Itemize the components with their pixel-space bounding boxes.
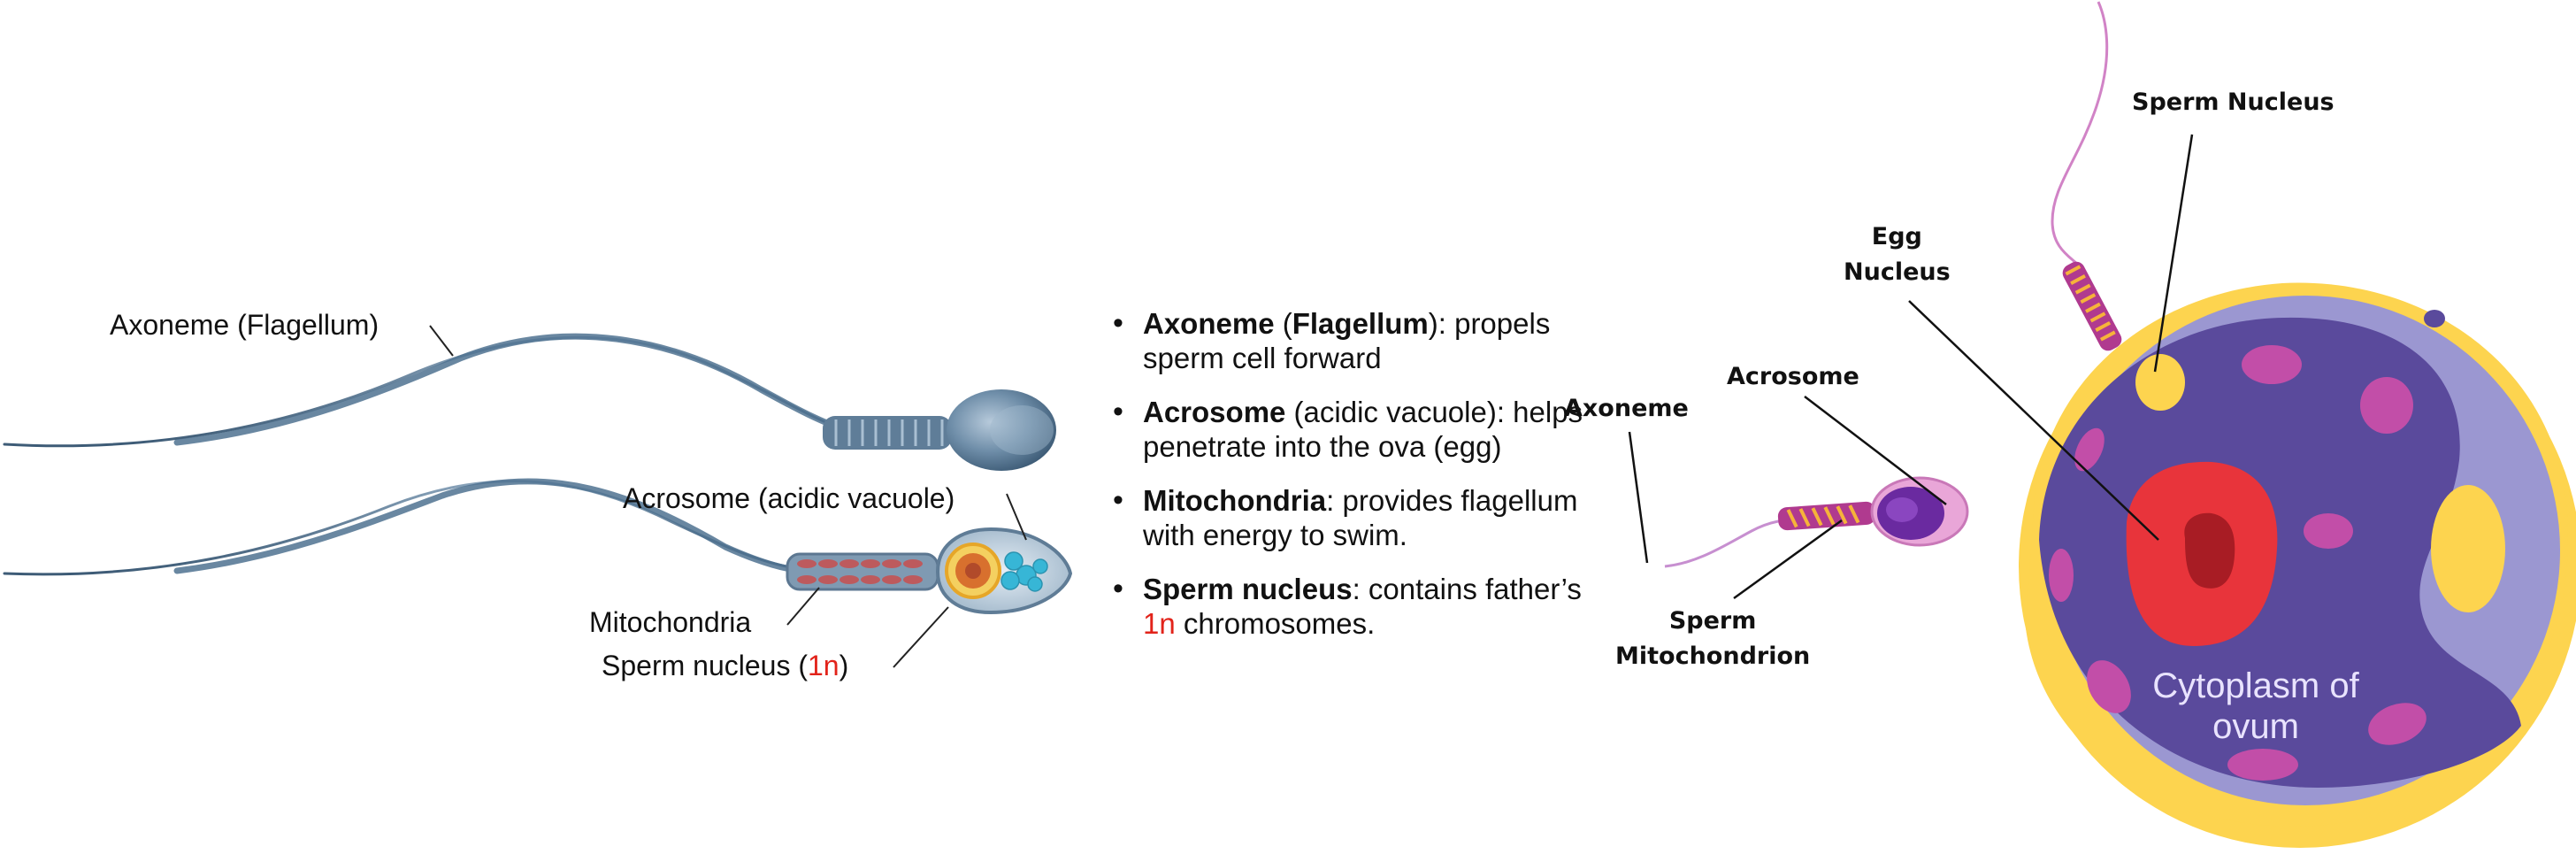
label-acrosome-right: Acrosome: [1727, 363, 1859, 390]
right-leader-lines: [1628, 134, 2194, 600]
penetrating-sperm: [2051, 1, 2122, 351]
fact-sperm-nucleus: Sperm nucleus: contains father’s 1n chro…: [1113, 572, 1608, 641]
bottom-sperm-midpiece: [786, 552, 939, 591]
fact-term: Acrosome: [1143, 396, 1286, 428]
label-sperm-nucleus-right: Sperm Nucleus: [2132, 89, 2334, 116]
fact-term-flagellum: Flagellum: [1292, 307, 1429, 340]
label-axoneme-right: Axoneme: [1564, 395, 1689, 422]
fact-term: Sperm nucleus: [1143, 573, 1353, 605]
sperm-nucleus-in-ovum: [2135, 354, 2185, 411]
fact-mitochondria: Mitochondria: provides flagellum with en…: [1113, 483, 1608, 552]
label-egg-nucleus: Egg Nucleus: [1844, 219, 1951, 290]
bottom-sperm-acrosome-vesicles: [1000, 551, 1048, 592]
fact-axoneme: Axoneme (Flagellum): propels sperm cell …: [1113, 306, 1608, 375]
label-sperm-nucleus-prefix: Sperm nucleus (: [602, 650, 808, 681]
bottom-sperm: [3, 478, 1073, 615]
top-sperm-flagellum: [3, 335, 851, 448]
label-egg-nucleus-line2: Nucleus: [1844, 258, 1951, 286]
approaching-sperm: [1664, 476, 1969, 568]
top-sperm-head: [947, 389, 1056, 471]
label-cytoplasm-line2: ovum: [2212, 707, 2299, 746]
label-egg-nucleus-line1: Egg: [1871, 223, 1922, 250]
fact-text: (acidic vacuole): helps penetrate into t…: [1143, 396, 1583, 463]
label-sperm-mitochondrion: Sperm Mitochondrion: [1615, 604, 1810, 674]
fact-text: : provides flagellum with energy to swim…: [1143, 484, 1578, 551]
label-sperm-mitochondrion-line2: Mitochondrion: [1615, 643, 1811, 670]
fact-term: Mitochondria: [1143, 484, 1327, 517]
ovum: [2019, 282, 2576, 848]
label-sperm-mitochondrion-line1: Sperm: [1668, 607, 1757, 635]
label-acrosome-acidic-vacuole: Acrosome (acidic vacuole): [623, 482, 955, 514]
ovum-granules: [2049, 310, 2445, 781]
fact-text: : contains father’s: [1352, 573, 1582, 605]
label-sperm-nucleus-ploidy: 1n: [807, 650, 840, 681]
fact-text-end: chromosomes.: [1175, 607, 1376, 640]
label-cytoplasm-of-ovum: Cytoplasm of ovum: [2141, 666, 2371, 747]
label-axoneme-flagellum: Axoneme (Flagellum): [110, 309, 380, 341]
label-sperm-nucleus: Sperm nucleus (1n): [602, 649, 848, 682]
fact-ploidy: 1n: [1143, 607, 1176, 640]
label-cytoplasm-line1: Cytoplasm of: [2152, 666, 2359, 705]
top-sperm: [3, 333, 1056, 471]
fact-paren: (: [1274, 307, 1292, 340]
label-mitochondria: Mitochondria: [589, 606, 752, 638]
fact-text: ): propels sperm cell forward: [1143, 307, 1551, 374]
ovum-cytoplasm: [2039, 317, 2521, 789]
fact-acrosome: Acrosome (acidic vacuole): helps penetra…: [1113, 395, 1608, 464]
fact-term: Axoneme: [1143, 307, 1275, 340]
label-sperm-nucleus-suffix: ): [839, 650, 849, 681]
ovum-vacuole: [2431, 485, 2505, 612]
left-leader-lines: [429, 325, 1027, 668]
top-sperm-midpiece: [823, 416, 952, 450]
facts-list: Axoneme (Flagellum): propels sperm cell …: [1113, 306, 1608, 660]
